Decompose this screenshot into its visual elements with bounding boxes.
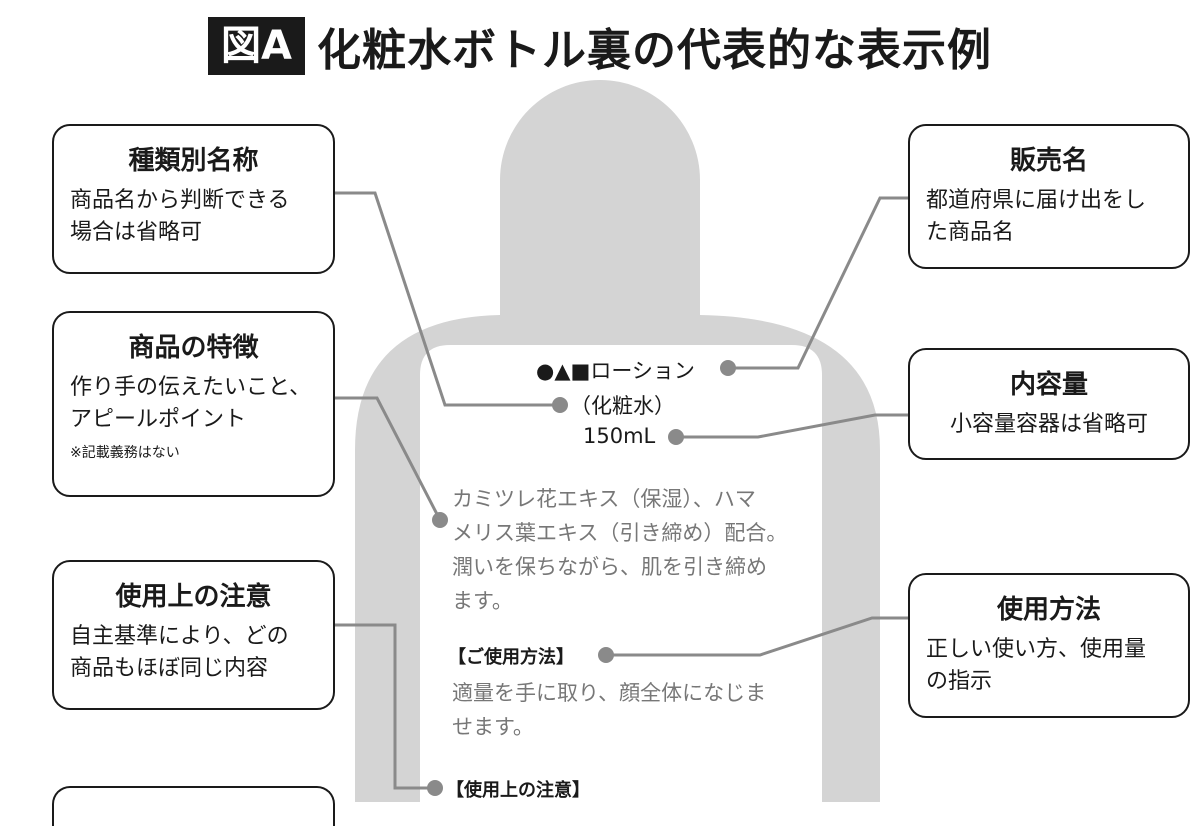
- box-volume-heading: 内容量: [1009, 370, 1088, 400]
- box-features-note: ※記載義務はない: [70, 445, 180, 461]
- box-type-name: 種類別名称 商品名から判断できる 場合は省略可: [52, 124, 335, 274]
- dot-usage: [598, 647, 614, 663]
- label-caution-heading: 【使用上の注意】: [446, 780, 590, 801]
- label-usage-text: 適量を手に取り、顔全体になじま せます。: [452, 681, 767, 739]
- dot-product: [720, 360, 736, 376]
- box-partial-bottom: [52, 786, 335, 826]
- label-usage-heading: 【ご使用方法】: [448, 647, 574, 668]
- label-product-name: ●▲■ローション: [536, 359, 695, 383]
- box-sales-name: 販売名 都道府県に届け出をし た商品名: [908, 124, 1190, 269]
- title-text: 化粧水ボトル裏の代表的な表示例: [316, 25, 992, 76]
- dot-description: [432, 512, 448, 528]
- box-sales-name-heading: 販売名: [1009, 146, 1088, 176]
- bottle-diagram: [335, 80, 908, 802]
- connector-features: [335, 396, 442, 521]
- box-type-name-heading: 種類別名称: [128, 146, 259, 176]
- label-description: カミツレ花エキス（保湿）、ハマ メリス葉エキス（引き締め）配合。 潤いを保ちなが…: [452, 487, 788, 613]
- label-category: （化粧水）: [570, 394, 675, 418]
- box-sales-name-text: 都道府県に届け出をし た商品名: [926, 188, 1147, 245]
- box-volume: 内容量 小容量容器は省略可: [908, 348, 1190, 460]
- dot-category: [552, 397, 568, 413]
- connector-type-name: [335, 191, 560, 407]
- connector-caution: [335, 623, 435, 790]
- diagram-title: 図A 化粧水ボトル裏の代表的な表示例: [0, 12, 1200, 80]
- connector-volume: [676, 413, 908, 439]
- box-features-heading: 商品の特徴: [128, 333, 259, 363]
- box-caution: 使用上の注意 自主基準により、どの 商品もほぼ同じ内容: [52, 560, 335, 710]
- box-usage-heading: 使用方法: [996, 595, 1101, 625]
- box-volume-text: 小容量容器は省略可: [949, 412, 1148, 437]
- box-caution-text: 自主基準により、どの 商品もほぼ同じ内容: [70, 624, 289, 681]
- box-type-name-text: 商品名から判断できる 場合は省略可: [70, 188, 290, 245]
- dot-caution: [427, 780, 443, 796]
- connector-usage: [606, 616, 908, 657]
- label-volume: 150mL: [583, 424, 656, 448]
- box-features-text: 作り手の伝えたいこと、 アピールポイント: [70, 375, 312, 432]
- box-usage: 使用方法 正しい使い方、使用量 の指示: [908, 573, 1190, 718]
- title-badge: 図A: [208, 17, 305, 75]
- box-caution-heading: 使用上の注意: [115, 582, 272, 612]
- connector-sales-name: [728, 196, 908, 370]
- box-usage-text: 正しい使い方、使用量 の指示: [926, 637, 1147, 694]
- bottle-label-panel: [420, 345, 822, 802]
- box-features: 商品の特徴 作り手の伝えたいこと、 アピールポイント ※記載義務はない: [52, 311, 335, 497]
- dot-volume: [668, 429, 684, 445]
